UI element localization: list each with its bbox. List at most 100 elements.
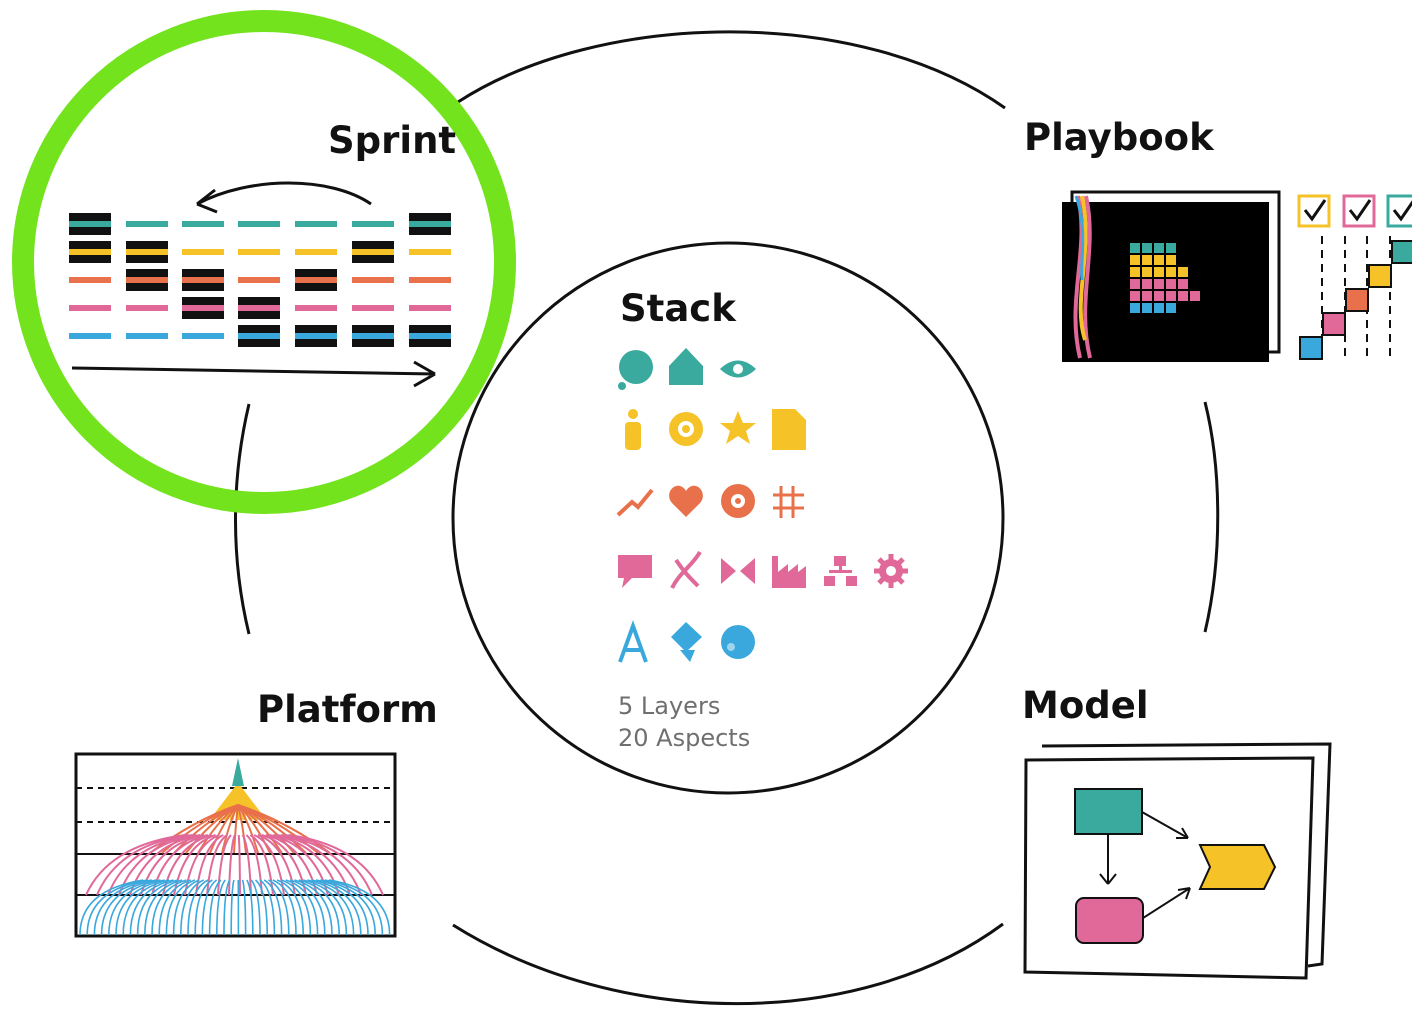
sprint-arrows	[71, 181, 436, 388]
sprint-line	[295, 249, 337, 255]
model-box-yellow	[1198, 844, 1277, 890]
model-arrows	[1099, 811, 1191, 919]
platform-branch-blue	[230, 879, 235, 936]
platform-branch-blue	[281, 879, 312, 936]
platform-branch-blue	[268, 879, 290, 936]
playbook-pixel	[1130, 303, 1140, 313]
platform-branch-blue	[108, 879, 161, 936]
platform-branch-blue	[294, 879, 333, 936]
eye-icon	[720, 360, 756, 378]
playbook-pixel	[1154, 267, 1164, 277]
sprint-line	[409, 249, 451, 255]
sprint-line	[295, 305, 337, 311]
playbook-pixel	[1130, 243, 1140, 253]
platform-branch-blue	[208, 879, 222, 936]
platform-branch-blue	[115, 879, 165, 936]
sprint-block-band	[295, 277, 337, 283]
playbook-pixel	[1130, 279, 1140, 289]
platform-branch-blue	[241, 879, 247, 936]
person-icon	[625, 409, 641, 450]
tag-icon	[671, 622, 702, 662]
platform-branch-pink	[140, 834, 205, 896]
sprint-block-band	[126, 277, 168, 283]
platform-branch-pink	[284, 834, 373, 896]
playbook-pixel	[1142, 255, 1152, 265]
bowtie-icon	[721, 558, 755, 584]
grid-icon	[773, 486, 804, 518]
playbook-graphic	[1062, 190, 1412, 362]
playbook-pixel	[1142, 279, 1152, 289]
platform-branch-blue	[144, 879, 183, 936]
playbook-book-cover	[1062, 202, 1269, 362]
platform-branch-blue	[311, 879, 362, 936]
platform-branch-blue	[324, 879, 384, 936]
cycle-arc-left	[234, 403, 251, 635]
platform-branch-pink	[206, 834, 228, 896]
playbook-pixel	[1154, 243, 1164, 253]
playbook-pixel	[1166, 291, 1176, 301]
platform-branch-blue	[259, 879, 276, 936]
checkbox	[1342, 194, 1376, 228]
sprint-block-band	[182, 277, 224, 283]
cycle-arc-right	[1203, 401, 1220, 633]
sprint-block-band	[352, 333, 394, 339]
playbook-staircase	[1299, 236, 1412, 360]
platform-branch-pink	[184, 834, 220, 896]
platform-branch-blue	[315, 879, 369, 936]
playbook-pixel	[1130, 255, 1140, 265]
playbook-pixel-grid	[1130, 243, 1200, 313]
letter-a-icon	[618, 620, 648, 663]
sprint-block-band	[352, 249, 394, 255]
platform-branch-pink	[85, 834, 185, 896]
sprint-line	[295, 221, 337, 227]
playbook-checkboxes	[1297, 194, 1412, 228]
platform-branch-blue	[158, 879, 191, 936]
playbook-pixel	[1142, 303, 1152, 313]
playbook-pixel	[1142, 291, 1152, 301]
sprint-block-band	[295, 333, 337, 339]
platform-branch-blue	[276, 879, 304, 936]
platform-branch-blue	[250, 879, 261, 936]
factory-icon	[772, 556, 806, 588]
platform-branch-blue	[307, 879, 355, 936]
platform-branch-blue	[272, 879, 297, 936]
platform-branch-blue	[136, 879, 178, 936]
sprint-line	[352, 221, 394, 227]
platform-branch-blue	[302, 879, 348, 936]
playbook-pixel	[1166, 243, 1176, 253]
platform-branch-blue	[86, 879, 148, 936]
platform-branch-blue	[172, 879, 200, 936]
sprint-block-band	[69, 221, 111, 227]
document-icon	[772, 409, 806, 450]
playbook-pixel	[1142, 267, 1152, 277]
playbook-pixel	[1178, 267, 1188, 277]
stack-icons	[616, 348, 908, 663]
platform-root	[232, 758, 244, 786]
stair-step	[1299, 336, 1323, 360]
checkmark-icon	[1303, 199, 1327, 222]
playbook-pixel	[1154, 255, 1164, 265]
sprint-block-band	[238, 305, 280, 311]
platform-branch-blue	[216, 879, 226, 936]
playbook-pixel	[1166, 303, 1176, 313]
playbook-title: Playbook	[1024, 116, 1214, 159]
playbook-pixel	[1154, 303, 1164, 313]
sprint-highlight-ring	[12, 10, 516, 514]
stack-caption: 5 Layers 20 Aspects	[618, 690, 750, 754]
sprint-line	[238, 249, 280, 255]
circle-icon	[618, 350, 653, 390]
sprint-line	[352, 277, 394, 283]
target-icon	[669, 412, 703, 446]
platform-branch-blue	[129, 879, 174, 936]
platform-title: Platform	[257, 688, 438, 731]
stair-step	[1391, 240, 1412, 264]
playbook-pixel	[1154, 291, 1164, 301]
platform-branch-blue	[246, 879, 254, 936]
platform-branch-blue	[100, 879, 157, 936]
playbook-pixel	[1142, 243, 1152, 253]
sprint-block-band	[409, 333, 451, 339]
sprint-title: Sprint	[328, 119, 457, 162]
sprint-line	[409, 305, 451, 311]
platform-branch-pink	[96, 834, 189, 896]
platform-branch-pink	[288, 834, 384, 896]
